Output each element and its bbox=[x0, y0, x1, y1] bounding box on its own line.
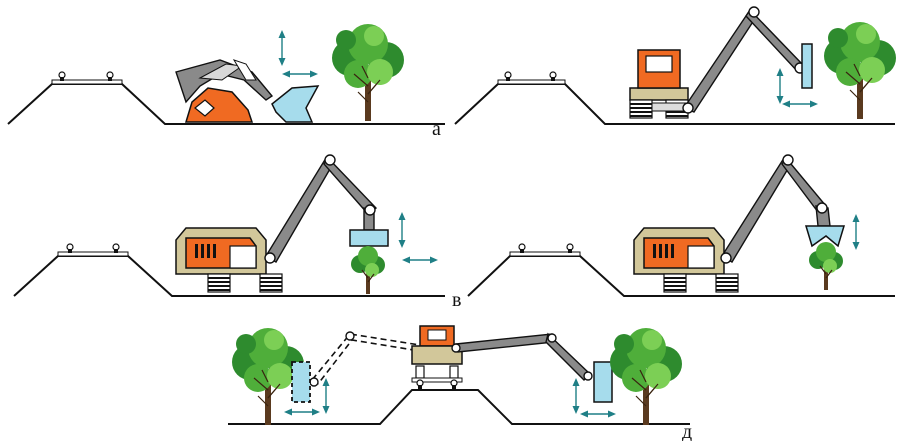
panel-label-d: д bbox=[682, 421, 692, 441]
cutting-head-alt bbox=[291, 361, 311, 403]
boom bbox=[682, 9, 760, 113]
boom bbox=[265, 157, 335, 263]
tree-icon bbox=[808, 241, 844, 291]
vertical-motion-arrow-icon bbox=[775, 67, 785, 105]
horizontal-motion-arrow-icon bbox=[281, 69, 319, 79]
cutting-head bbox=[349, 229, 389, 247]
panel-d: д bbox=[228, 325, 692, 441]
vertical-motion-arrow-icon bbox=[851, 213, 861, 251]
vertical-motion-arrow-icon bbox=[571, 377, 581, 415]
panel-g bbox=[467, 154, 895, 297]
track-left bbox=[663, 273, 687, 293]
horizontal-motion-arrow-icon bbox=[283, 407, 321, 417]
vertical-motion-arrow-icon bbox=[277, 29, 287, 67]
boom bbox=[455, 333, 555, 353]
track-right bbox=[259, 273, 283, 293]
track-left bbox=[629, 99, 653, 119]
vertical-motion-arrow-icon bbox=[397, 211, 407, 249]
horizontal-motion-arrow-icon bbox=[579, 409, 617, 419]
embankment bbox=[228, 389, 690, 425]
boom bbox=[721, 157, 793, 263]
cutting-head bbox=[271, 85, 320, 123]
track-left bbox=[207, 273, 231, 293]
cutting-head bbox=[593, 361, 613, 403]
cutting-head bbox=[804, 225, 846, 248]
machine-body bbox=[184, 87, 254, 123]
panel-v: в bbox=[13, 154, 461, 311]
track-right bbox=[715, 273, 739, 293]
panel-a: а bbox=[7, 23, 445, 140]
panel-label-v: в bbox=[452, 289, 461, 311]
carriage bbox=[629, 87, 689, 101]
tree-icon bbox=[823, 21, 897, 120]
tree-icon bbox=[331, 23, 405, 122]
tree-icon bbox=[609, 327, 683, 426]
horizontal-motion-arrow-icon bbox=[781, 99, 819, 109]
cutting-head bbox=[801, 43, 813, 89]
rail-left-icon bbox=[416, 379, 424, 390]
panel-label-a: а bbox=[432, 118, 441, 140]
panel-b bbox=[454, 6, 897, 125]
carriage bbox=[411, 345, 463, 365]
tree-icon bbox=[350, 245, 386, 295]
horizontal-motion-arrow-icon bbox=[401, 255, 439, 265]
vertical-motion-arrow-icon bbox=[321, 377, 331, 415]
rail-right-icon bbox=[450, 379, 458, 390]
